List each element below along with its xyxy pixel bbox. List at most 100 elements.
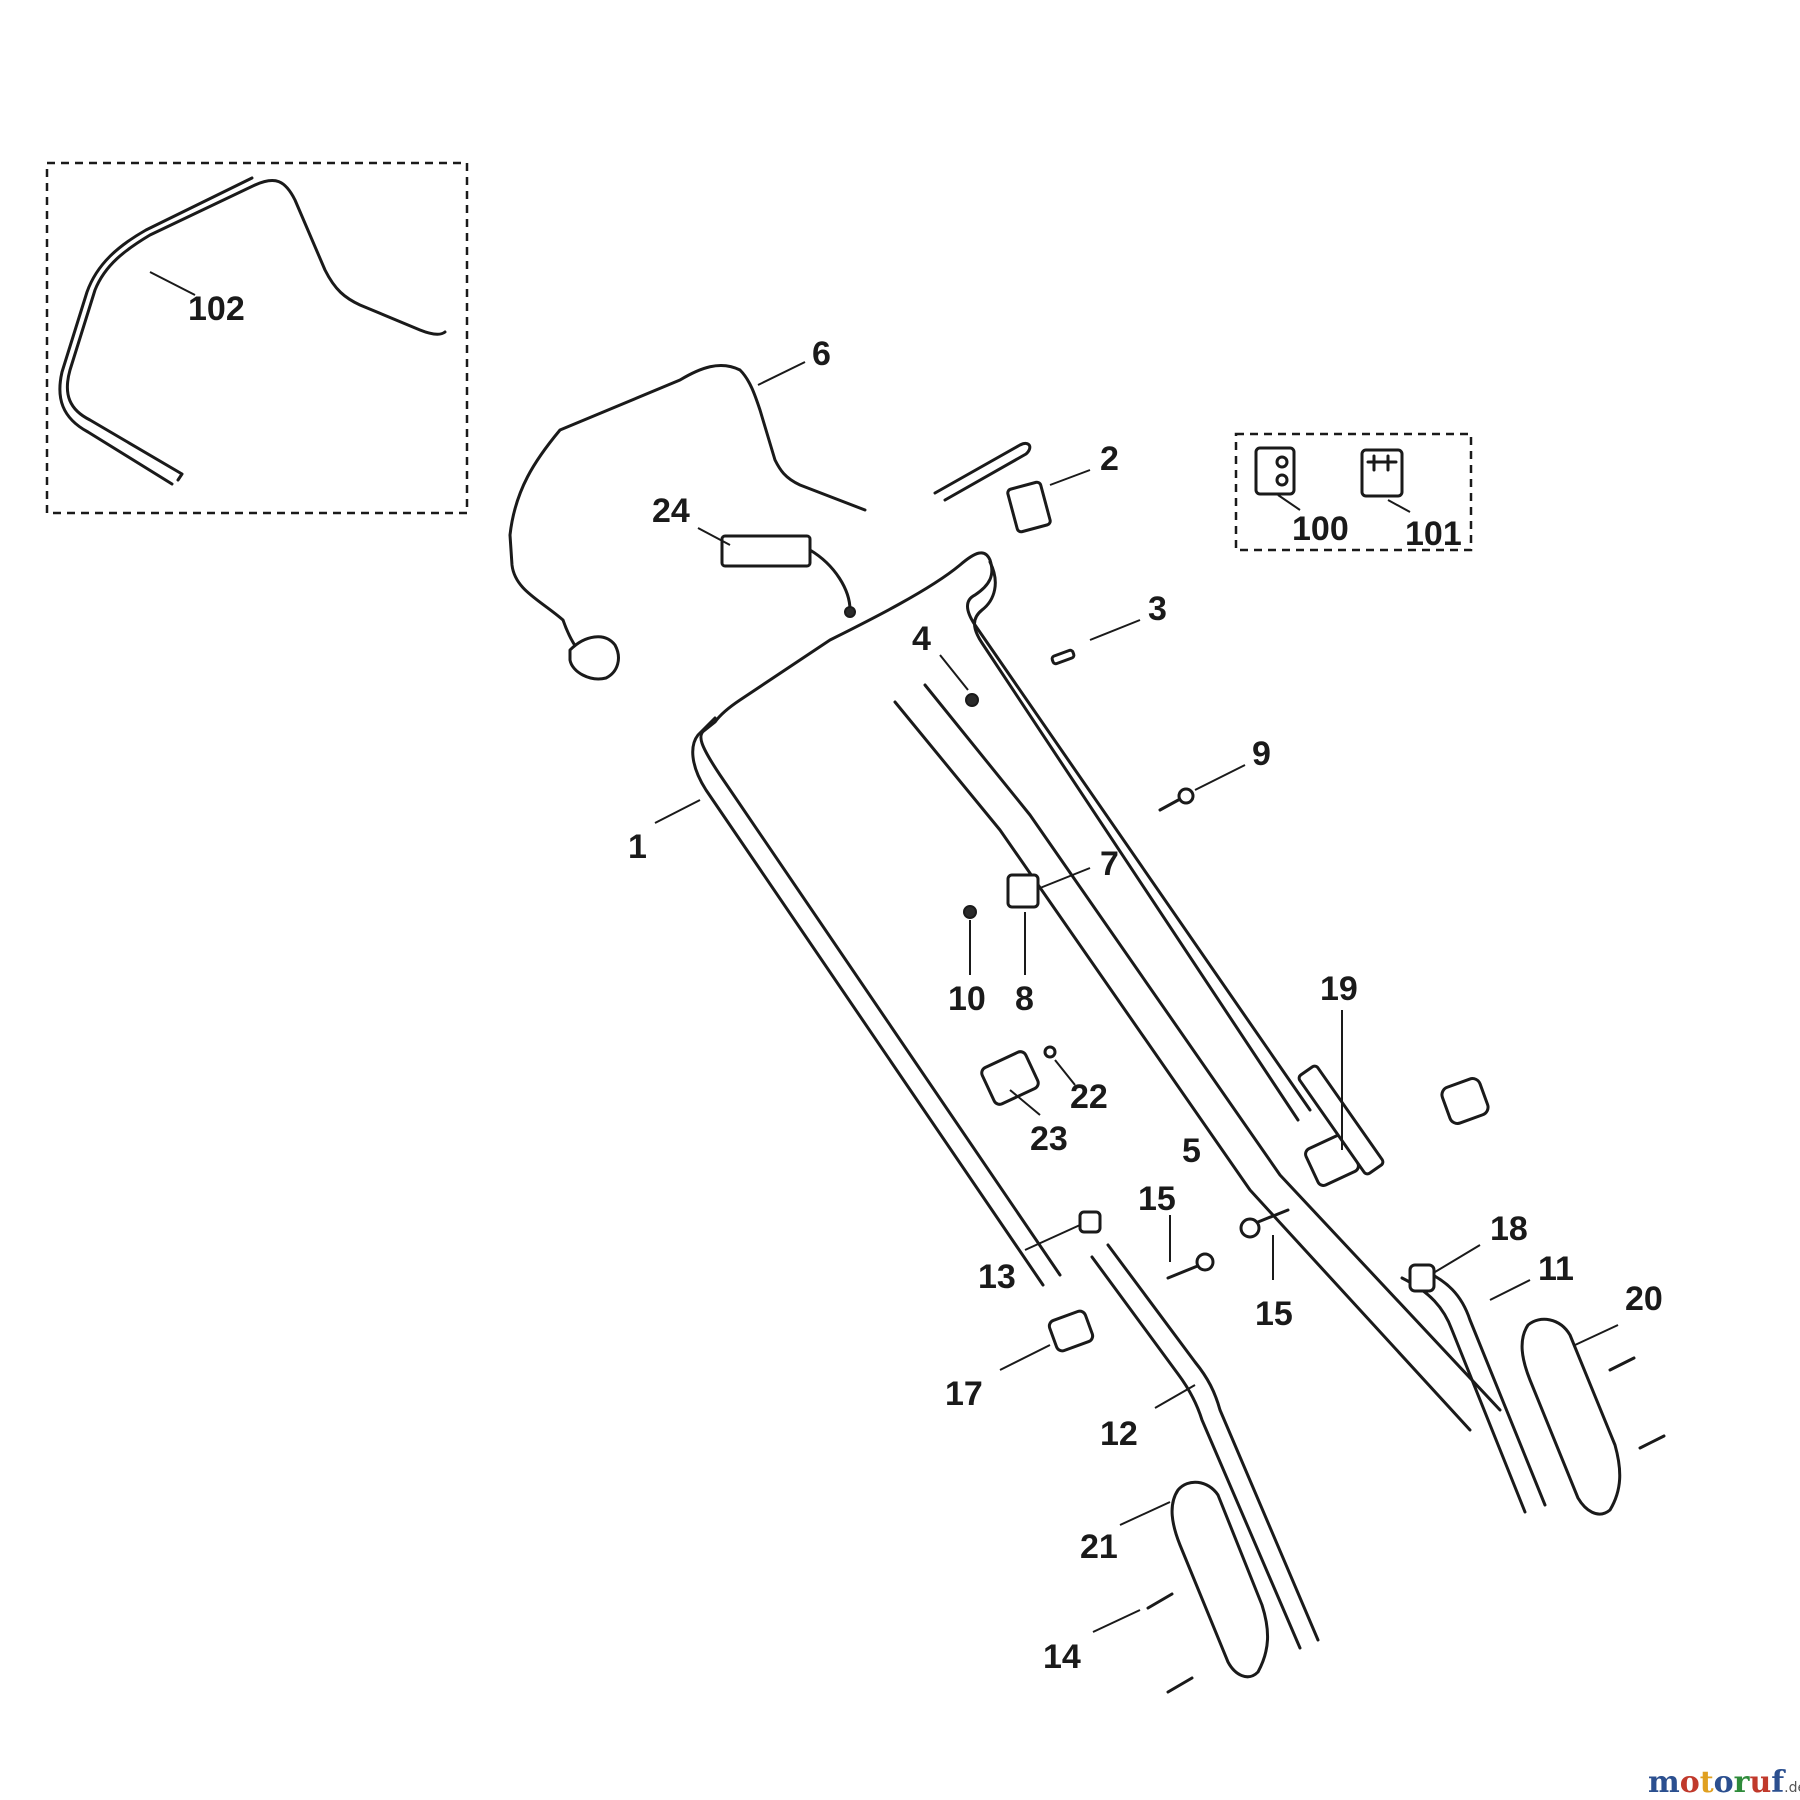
callout-1: 1 [628,828,647,866]
bolt-9 [1158,796,1184,812]
knob-18 [1408,1263,1436,1293]
leader-24 [697,527,731,546]
upper-handle-1-inner [691,560,1300,1287]
leader-2 [1049,469,1091,486]
bolt-15-b-head [1239,1217,1261,1239]
screw-20-a [1608,1356,1636,1372]
decal-101 [1360,448,1404,498]
callout-18: 18 [1490,1210,1528,1248]
callout-9: 9 [1252,735,1271,773]
lower-handle-12 [1106,1243,1320,1642]
decal-24-lead [808,548,852,612]
screw-14-a [1146,1592,1174,1610]
leader-12 [1154,1384,1196,1409]
callout-7: 7 [1100,845,1119,883]
handle-cover-21 [1170,1480,1270,1679]
callout-8: 8 [1015,980,1034,1018]
leader-1 [654,799,701,824]
pin-3 [1050,648,1076,666]
leader-14 [1092,1609,1141,1633]
control-bar-102 [65,179,447,482]
wm-letter-0: m [1648,1765,1680,1800]
leader-3 [1089,619,1141,641]
decal-24-dot [844,606,856,618]
leader-22 [1054,1059,1076,1086]
callout-10: 10 [948,980,986,1018]
callout-4: 4 [912,620,931,658]
callout-22: 22 [1070,1078,1108,1116]
wm-letter-5: u [1749,1765,1771,1800]
callout-17: 17 [945,1375,983,1413]
knob-13 [1078,1210,1102,1234]
cable-5 [893,700,1472,1432]
leader-101 [1387,499,1411,513]
kit-box-102 [45,161,469,515]
bolt-15-a [1166,1263,1202,1280]
leader-11 [1489,1279,1531,1301]
watermark-text: motoruf.de [1648,1765,1800,1800]
leader-100 [1277,494,1301,511]
callout-15-a: 15 [1138,1180,1176,1218]
callout-11: 11 [1538,1250,1574,1288]
callout-21: 21 [1080,1528,1118,1566]
screw-14-b [1166,1676,1194,1694]
callout-12: 12 [1100,1415,1138,1453]
wm-letter-3: o [1714,1765,1734,1800]
throttle-lever-2 [933,441,1032,502]
leader-6 [757,361,806,386]
leader-18 [1434,1244,1481,1273]
screw-20-b [1638,1434,1666,1450]
decal-box-100-101 [1234,432,1473,552]
nut-4 [965,693,979,707]
callout-13: 13 [978,1258,1016,1296]
decal-100-mark-a [1275,455,1289,469]
decal-24 [720,534,812,568]
wm-letter-2: t [1700,1765,1714,1800]
leader-7 [1039,867,1091,889]
bolt-15-b [1256,1208,1290,1224]
bolt-15-a-head [1195,1252,1215,1272]
decal-101-mark [1366,454,1398,472]
throttle-lever-2-body [1006,480,1052,534]
lower-handle-12-inner [1090,1255,1302,1650]
upper-handle-1 [699,551,1312,1277]
leader-20 [1574,1324,1619,1346]
decal-100-mark-b [1275,473,1289,487]
leader-9 [1194,764,1246,791]
callout-5: 5 [1182,1132,1201,1170]
cable-5-b [923,683,1502,1412]
callout-102: 102 [188,290,245,328]
bolt-9-head [1177,787,1195,805]
cable-clip-7 [1006,873,1040,909]
bail-lever-6 [508,363,867,674]
bail-lever-6-grip [568,635,620,681]
screw-22 [1043,1045,1057,1059]
leader-4 [939,654,969,691]
wm-letter-1: o [1680,1765,1700,1800]
callout-20: 20 [1625,1280,1663,1318]
wm-suffix: .de [1784,1780,1800,1796]
callout-14: 14 [1043,1638,1081,1676]
leader-17 [999,1344,1051,1371]
cable-guide-23 [980,1050,1040,1106]
callout-24: 24 [652,492,690,530]
nut-10 [963,905,977,919]
wm-letter-6: f [1771,1765,1786,1800]
decal-100 [1254,446,1296,496]
callout-101: 101 [1405,515,1462,553]
callout-23: 23 [1030,1120,1068,1158]
control-bar-102-inner [58,176,254,486]
watermark-logo: motoruf.de [1648,1765,1800,1800]
callout-19: 19 [1320,970,1358,1008]
wing-knob-right [1440,1077,1490,1125]
leader-21 [1119,1501,1171,1526]
wing-knob-17 [1047,1309,1095,1353]
callout-2: 2 [1100,440,1119,478]
callout-100: 100 [1292,510,1349,548]
callout-6: 6 [812,335,831,373]
leader-23 [1009,1089,1041,1116]
leader-13 [1024,1224,1081,1251]
lower-handle-11-inner [1400,1276,1527,1514]
callout-15-b: 15 [1255,1295,1293,1333]
